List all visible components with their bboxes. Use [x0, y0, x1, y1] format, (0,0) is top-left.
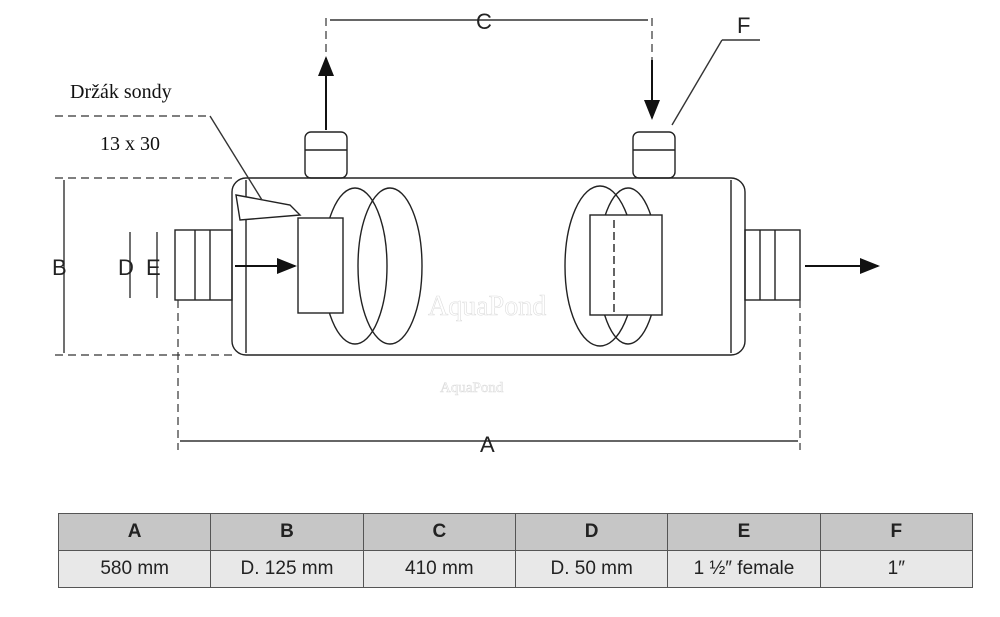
- dimension-label-b: B: [52, 255, 67, 280]
- dimension-label-f: F: [737, 13, 750, 38]
- column-header: A: [57, 513, 212, 551]
- watermark-small: AquaPond: [440, 380, 504, 396]
- dimension-label-a: A: [480, 432, 495, 457]
- dimension-label-d: D: [118, 255, 134, 280]
- probe-holder-size: 13 x 30: [100, 133, 160, 155]
- top-port-left: [304, 131, 348, 179]
- dimension-label-c: C: [476, 9, 492, 34]
- column-header: B: [210, 513, 364, 551]
- top-port-right: [632, 131, 676, 179]
- column-header: C: [362, 513, 516, 551]
- table-row: 580 mm D. 125 mm 410 mm D. 50 mm 1 ½″ fe…: [57, 550, 974, 588]
- column-header: F: [819, 513, 974, 551]
- table-cell: 1″: [819, 550, 974, 588]
- table-cell: 410 mm: [362, 550, 516, 588]
- table-cell: D. 50 mm: [514, 550, 669, 588]
- outlet-port: [744, 229, 801, 301]
- table-header-row: A B C D E F: [57, 513, 974, 551]
- column-header: D: [514, 513, 669, 551]
- table-cell: 580 mm: [57, 550, 212, 588]
- column-header: E: [667, 513, 821, 551]
- table-cell: D. 125 mm: [210, 550, 364, 588]
- probe-holder-label: Držák sondy: [70, 81, 172, 103]
- dimensions-table: A B C D E F 580 mm D. 125 mm 410 mm D. 5…: [57, 513, 974, 588]
- table-cell: 1 ½″ female: [667, 550, 821, 588]
- watermark: AquaPond: [428, 291, 546, 322]
- dimension-label-e: E: [146, 255, 161, 280]
- inlet-port: [174, 229, 233, 301]
